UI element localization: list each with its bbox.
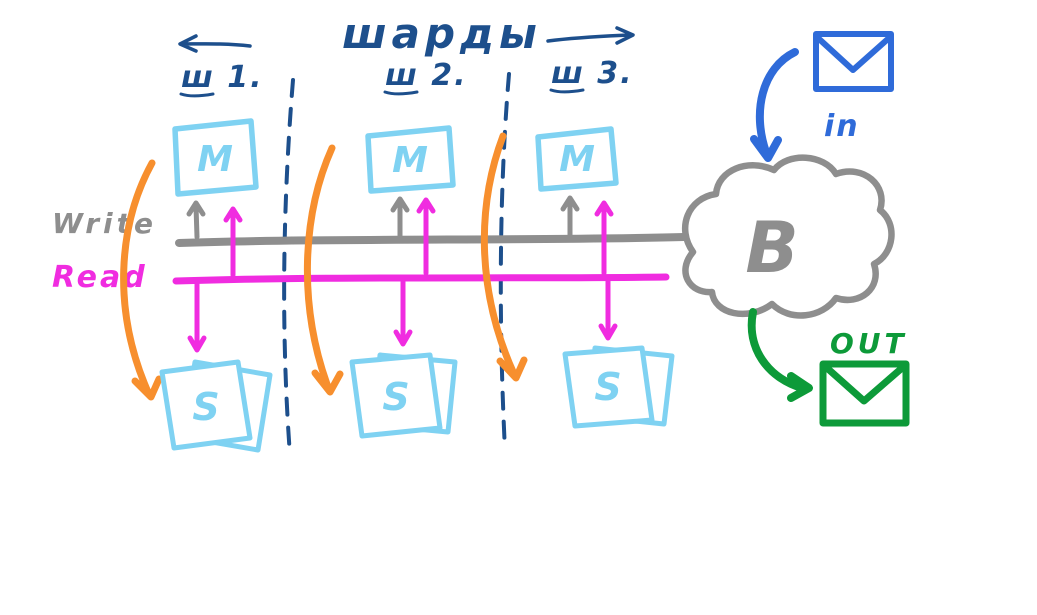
master-node-1: M [172, 118, 259, 197]
shard-3-label: ш 3. [551, 56, 634, 91]
replica-node-2: S [349, 352, 458, 439]
write-arrow-2 [390, 196, 410, 239]
master-box-1 [172, 118, 259, 197]
shard-1-underline [179, 92, 215, 98]
replica-box-3-front [562, 345, 655, 429]
balancer-node: B [681, 154, 895, 319]
write-arrow-3 [560, 195, 580, 238]
write-bus-line [175, 233, 688, 247]
outgoing-group: OUT [747, 308, 910, 427]
write-arrow-1 [186, 200, 206, 240]
replica-node-3: S [562, 345, 675, 429]
replication-arrow-1 [120, 159, 163, 401]
balancer-cloud [681, 154, 895, 319]
replica-1-label: S [192, 385, 219, 429]
outgoing-envelope-flap [823, 364, 906, 405]
replica-box-1-front [159, 359, 253, 451]
read-label: Read [52, 260, 148, 295]
out-label: OUT [830, 327, 908, 360]
incoming-envelope-flap [815, 35, 892, 73]
read-up-arrow-2 [416, 197, 436, 276]
master-3-label: M [559, 139, 595, 180]
shard-3-underline [549, 88, 585, 94]
title-left-arrow [178, 34, 252, 53]
shard-1-label: ш 1. [181, 60, 264, 95]
read-down-arrow-3 [598, 278, 618, 341]
in-arrow [750, 48, 799, 162]
read-bus-line [172, 273, 670, 285]
title-right-arrow [546, 26, 635, 45]
replication-arrow-2 [303, 144, 344, 396]
incoming-message-icon [813, 31, 894, 92]
in-label: in [824, 109, 860, 144]
replica-2-label: S [382, 375, 409, 419]
read-down-arrow-1 [187, 281, 207, 353]
write-label: Write [52, 207, 157, 240]
replica-node-1: S [159, 359, 273, 453]
title-group: шарды [178, 9, 635, 58]
incoming-envelope-body [813, 31, 894, 92]
replica-3-label: S [594, 365, 621, 409]
shard-divider-2 [498, 72, 511, 452]
outgoing-message-icon [819, 360, 910, 427]
out-arrow [747, 308, 813, 402]
shard-2-underline [383, 90, 419, 96]
read-up-arrow-1 [223, 206, 243, 278]
shard-divider-1 [282, 78, 295, 457]
replication-arrow-3 [480, 132, 528, 382]
master-1-label: M [197, 139, 233, 180]
master-2-label: M [392, 140, 428, 181]
read-down-arrow-2 [393, 279, 413, 347]
master-box-2 [365, 125, 456, 194]
master-node-3: M [535, 126, 619, 192]
read-up-arrow-3 [594, 200, 614, 276]
replica-box-2-front [349, 352, 443, 439]
shard-2-label: ш 2. [385, 58, 468, 93]
shard-labels: ш 1. ш 2. ш 3. [179, 56, 634, 98]
diagram-title: шарды [342, 9, 542, 58]
master-box-3 [535, 126, 619, 192]
master-node-2: M [365, 125, 456, 194]
incoming-group: in [750, 31, 894, 162]
balancer-label: B [745, 207, 798, 289]
